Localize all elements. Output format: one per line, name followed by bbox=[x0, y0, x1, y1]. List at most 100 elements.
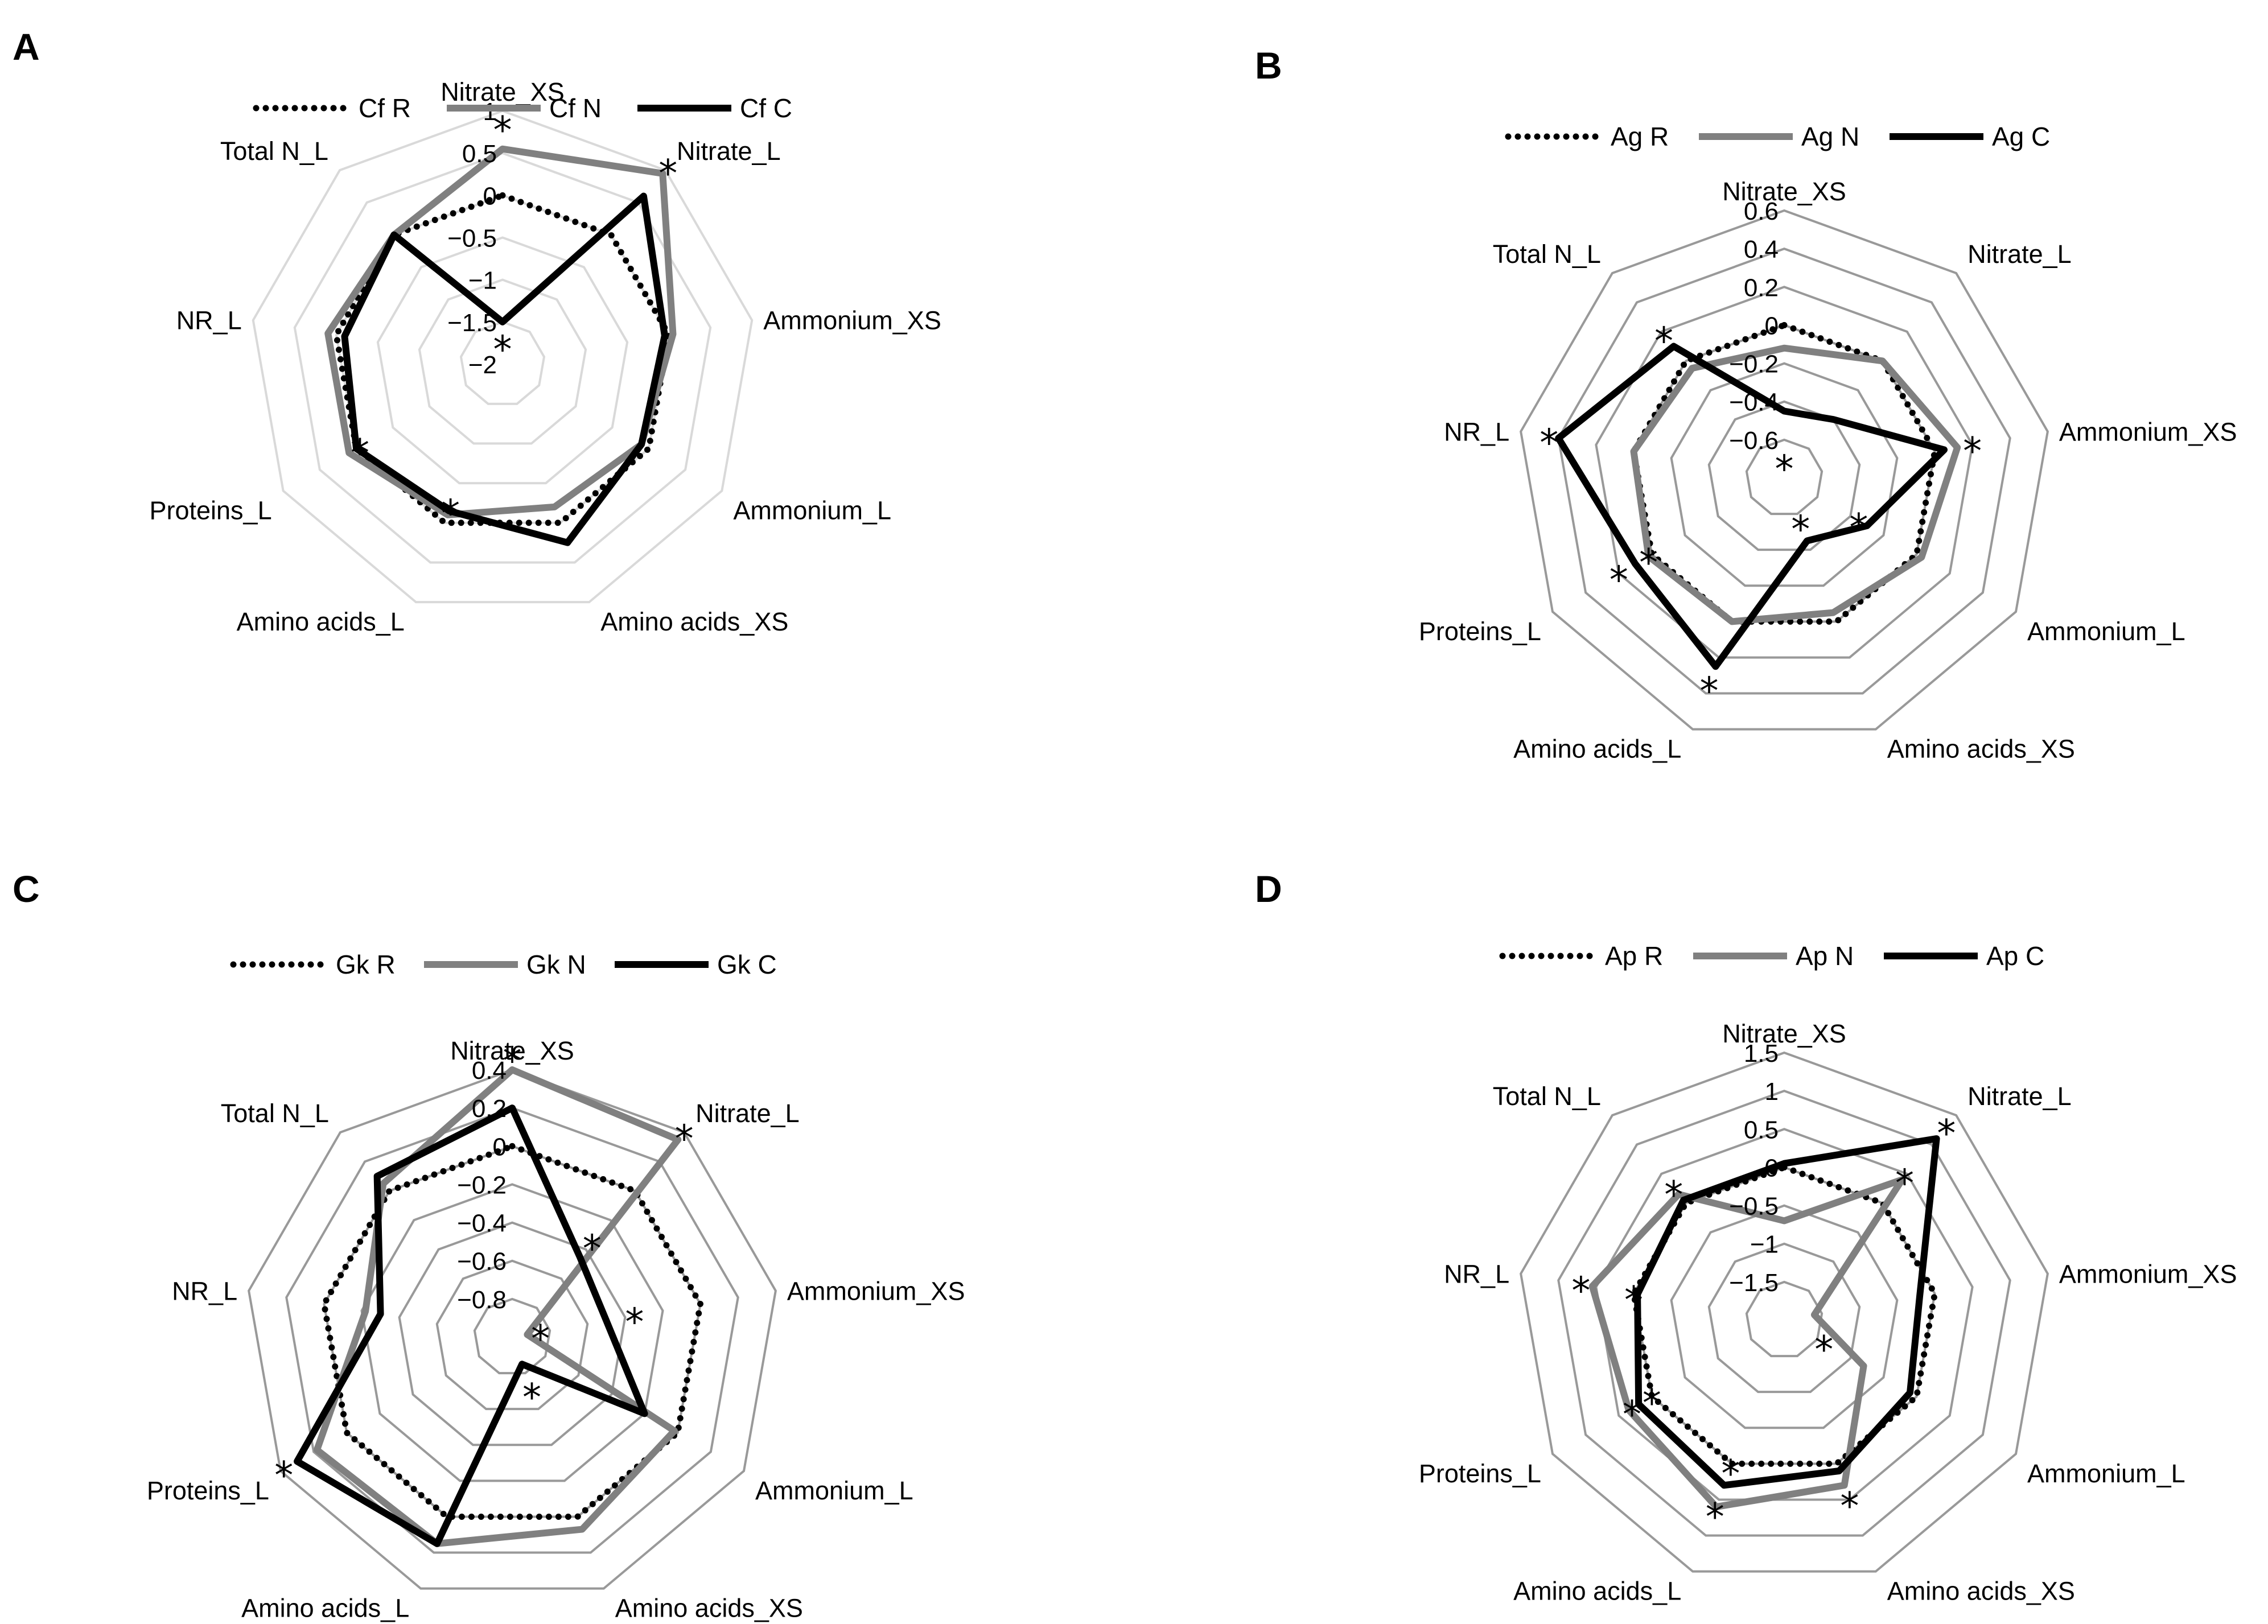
significance-star: * bbox=[1623, 1392, 1641, 1436]
axis-label: Ammonium_XS bbox=[2059, 417, 2237, 446]
tick-label: 0.5 bbox=[1744, 1116, 1779, 1144]
legend-label: Ap R bbox=[1605, 941, 1663, 971]
series-line-cf-n bbox=[324, 145, 677, 518]
significance-star: * bbox=[1775, 447, 1794, 491]
legend-label: Cf R bbox=[359, 93, 411, 123]
panel-letter: A bbox=[13, 26, 40, 68]
tick-label: 0.2 bbox=[472, 1095, 507, 1123]
significance-star: * bbox=[493, 328, 512, 372]
axis-label: Proteins_L bbox=[1419, 617, 1541, 646]
axis-label: Amino acids_XS bbox=[1887, 1577, 2075, 1606]
legend-label: Ag R bbox=[1611, 122, 1669, 151]
axis-label: Ammonium_L bbox=[755, 1476, 913, 1505]
tick-label: 0.4 bbox=[472, 1057, 507, 1085]
grid-ring bbox=[418, 278, 587, 445]
series-line-gk-c bbox=[294, 1104, 648, 1547]
grid-ring bbox=[1520, 209, 2049, 731]
grid-ring bbox=[248, 1068, 777, 1590]
axis-label: Nitrate_XS bbox=[1722, 1019, 1846, 1048]
axis-label: Nitrate_L bbox=[695, 1099, 800, 1128]
significance-star: * bbox=[1814, 1328, 1833, 1371]
significance-star: * bbox=[1571, 1269, 1590, 1313]
significance-star: * bbox=[1654, 319, 1673, 363]
grid-ring bbox=[293, 152, 712, 564]
tick-label: 0.2 bbox=[1744, 274, 1779, 302]
grid-ring bbox=[1595, 1128, 1974, 1501]
series-line-ap-c bbox=[1634, 1135, 1940, 1489]
grid-ring bbox=[435, 1259, 589, 1411]
axis-label: Ammonium_L bbox=[733, 496, 891, 525]
grid-ring bbox=[1595, 286, 1974, 659]
grid-ring bbox=[1745, 1280, 1824, 1358]
tick-label: 1 bbox=[1765, 1078, 1779, 1106]
significance-star: * bbox=[1937, 1112, 1956, 1156]
legend: Gk R Gk N Gk C bbox=[230, 950, 777, 979]
tick-label: 0 bbox=[1765, 312, 1779, 340]
significance-star: * bbox=[531, 1317, 550, 1361]
panel-letter: D bbox=[1255, 868, 1282, 910]
grid-ring bbox=[1707, 1242, 1861, 1394]
significance-star: * bbox=[1963, 430, 1982, 473]
axis-label: Ammonium_XS bbox=[2059, 1259, 2237, 1288]
radar-panel-9-3: C0.40.20−0.2−0.4−0.6−0.8Nitrate_XSNitrat… bbox=[13, 868, 965, 1623]
tick-label: 0 bbox=[493, 1133, 507, 1161]
tick-label: −1 bbox=[468, 267, 497, 295]
axis-label: NR_L bbox=[1444, 1259, 1509, 1288]
radar-panel-9-2: B0.60.40.20−0.2−0.4−0.6Nitrate_XSNitrate… bbox=[1255, 44, 2237, 764]
axis-label: Total N_L bbox=[1493, 1082, 1601, 1111]
grid-ring bbox=[398, 1221, 627, 1446]
series-line-ag-c bbox=[1555, 343, 1948, 670]
tick-label: −0.4 bbox=[1729, 389, 1779, 417]
legend-label: Gk C bbox=[717, 950, 777, 979]
significance-star: * bbox=[1639, 541, 1658, 585]
grid-ring bbox=[252, 109, 754, 604]
series-line-ap-n bbox=[1588, 1176, 1906, 1511]
legend-label: Cf N bbox=[549, 93, 602, 123]
grid-ring bbox=[1707, 400, 1861, 551]
axis-label: Ammonium_L bbox=[2027, 617, 2185, 646]
axis-label: Total N_L bbox=[1493, 240, 1601, 269]
legend-label: Cf C bbox=[740, 93, 792, 123]
legend-label: Ag N bbox=[1801, 122, 1859, 151]
tick-label: −0.5 bbox=[1729, 1193, 1779, 1221]
tick-label: −0.2 bbox=[1729, 351, 1779, 378]
significance-star: * bbox=[1610, 558, 1628, 602]
grid-ring bbox=[285, 1107, 739, 1554]
significance-star: * bbox=[658, 151, 677, 195]
significance-star: * bbox=[1721, 1452, 1740, 1496]
grid-ring bbox=[1557, 1090, 2011, 1537]
tick-label: 0.5 bbox=[462, 140, 497, 168]
axis-label: NR_L bbox=[172, 1276, 237, 1305]
tick-label: −2 bbox=[468, 351, 497, 379]
axis-label: Ammonium_XS bbox=[763, 306, 941, 335]
tick-label: −0.2 bbox=[457, 1171, 507, 1199]
axis-label: Proteins_L bbox=[1419, 1459, 1541, 1488]
tick-label: 1 bbox=[483, 98, 497, 126]
grid-ring bbox=[1520, 1051, 2049, 1573]
tick-label: 0.6 bbox=[1744, 197, 1779, 225]
axis-label: Nitrate_L bbox=[677, 137, 781, 166]
series-line-gk-r bbox=[320, 1143, 704, 1520]
axis-label: Amino acids_L bbox=[241, 1594, 409, 1623]
significance-star: * bbox=[1849, 506, 1868, 550]
tick-label: 0 bbox=[1765, 1154, 1779, 1182]
panel-letter: C bbox=[13, 868, 40, 910]
significance-star: * bbox=[675, 1117, 694, 1161]
axis-label: Total N_L bbox=[221, 1099, 329, 1128]
tick-label: −0.6 bbox=[457, 1248, 507, 1276]
significance-star: * bbox=[503, 1039, 522, 1083]
legend-label: Gk N bbox=[526, 950, 586, 979]
significance-star: * bbox=[1706, 1495, 1724, 1539]
axis-label: Amino acids_L bbox=[1513, 735, 1681, 764]
axis-label: Nitrate_XS bbox=[1722, 177, 1846, 206]
tick-label: −1.5 bbox=[447, 309, 497, 337]
legend-label: Ap C bbox=[1986, 941, 2044, 971]
legend-label: Gk R bbox=[336, 950, 396, 979]
grid-ring bbox=[360, 1183, 664, 1482]
legend-label: Ag C bbox=[1992, 122, 2050, 151]
axis-label: Nitrate_XS bbox=[441, 77, 565, 106]
series-line-cf-c bbox=[341, 192, 668, 546]
significance-star: * bbox=[493, 108, 512, 152]
tick-label: 0.4 bbox=[1744, 236, 1779, 263]
